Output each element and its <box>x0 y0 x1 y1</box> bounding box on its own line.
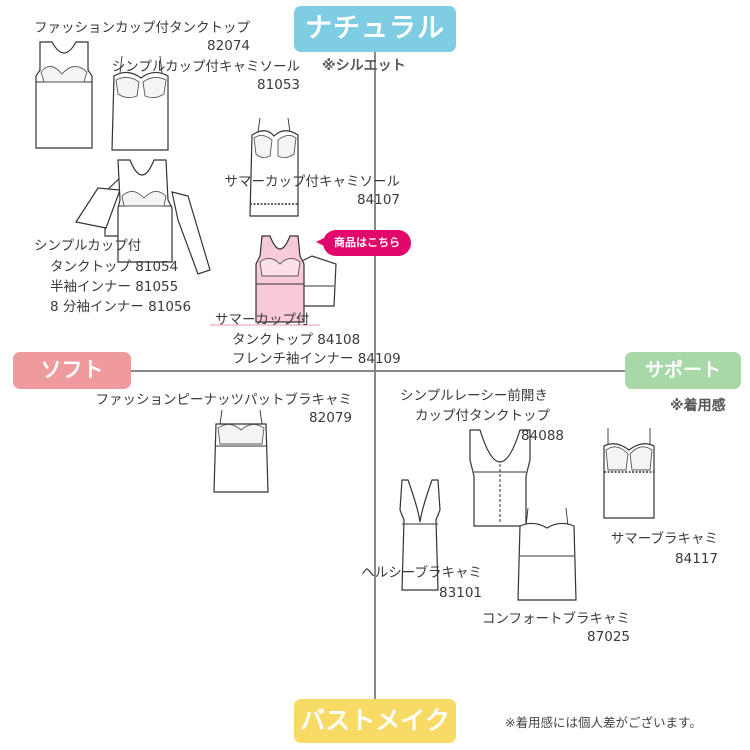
garment-83101[interactable] <box>399 479 441 591</box>
product-82074-name: ファッションカップ付タンクトップ <box>34 20 250 36</box>
product-here-callout[interactable]: 商品はこちら <box>323 230 411 256</box>
garment-84117[interactable] <box>603 428 655 519</box>
product-84088-name: シンプルレーシー前開き <box>400 388 548 404</box>
product-83101-name: ヘルシーブラキャミ <box>361 565 482 581</box>
product-84117-code: 84117 <box>675 551 718 567</box>
garment-87025[interactable] <box>517 507 577 601</box>
product-81056-sleeve: 8 分袖インナー 81056 <box>50 299 192 315</box>
garment-82074[interactable] <box>35 41 93 149</box>
garment-82079[interactable] <box>213 409 269 493</box>
product-83101-code: 83101 <box>439 585 482 601</box>
silhouette-note: ※シルエット <box>322 58 406 74</box>
wear-feel-note: ※着用感 <box>670 398 726 414</box>
axis-bust-make-label: バストメイク <box>294 699 456 743</box>
garment-84088[interactable] <box>469 429 531 527</box>
product-84108-tank: タンクトップ 84108 <box>232 332 361 348</box>
product-84107-code: 84107 <box>357 192 400 208</box>
product-82074-code: 82074 <box>207 38 250 54</box>
product-84109-french-sleeve: フレンチ袖インナー 84109 <box>232 351 401 367</box>
product-84107-name: サマーカップ付キャミソール <box>224 174 401 190</box>
garment-84108[interactable] <box>255 235 337 323</box>
product-84088-code: 84088 <box>521 428 564 444</box>
product-81053-name: シンプルカップ付キャミソール <box>111 59 300 75</box>
garment-84107[interactable] <box>249 117 299 217</box>
product-84088-type: カップ付タンクトップ <box>415 408 550 424</box>
product-87025-name: コンフォートブラキャミ <box>481 611 630 627</box>
product-81053-code: 81053 <box>257 77 300 93</box>
axis-support-label: サポート <box>625 352 741 389</box>
product-84108-name: サマーカップ付 <box>215 312 310 328</box>
product-81054-tank: タンクトップ 81054 <box>50 259 179 275</box>
product-84117-name: サマーブラキャミ <box>610 531 718 547</box>
garment-81054[interactable] <box>75 159 211 275</box>
axis-soft-label: ソフト <box>13 352 131 389</box>
product-81054-name: シンプルカップ付 <box>34 238 142 254</box>
product-81055-short-sleeve: 半袖インナー 81055 <box>50 279 179 295</box>
fit-disclaimer: ※着用感には個人差がございます。 <box>505 715 702 730</box>
axis-natural-label: ナチュラル <box>294 6 456 52</box>
garment-81053[interactable] <box>111 55 169 151</box>
product-82079-code: 82079 <box>309 410 352 426</box>
product-82079-name: ファッションピーナッツパットブラキャミ <box>95 392 353 408</box>
product-87025-code: 87025 <box>587 629 630 645</box>
